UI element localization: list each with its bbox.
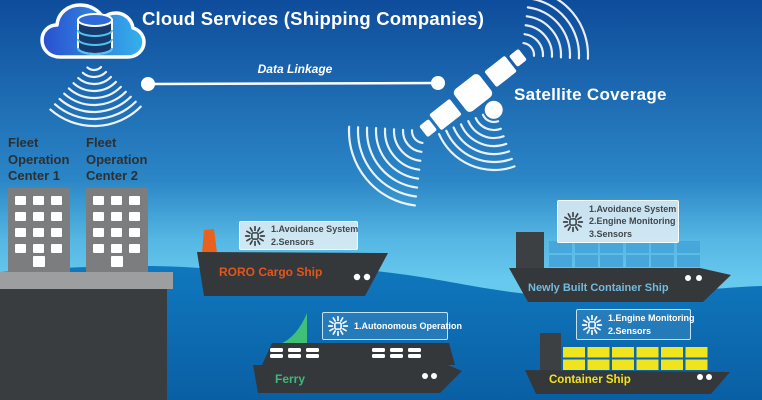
feature-item: 2.Sensors — [608, 325, 652, 336]
feature-box-container-ship: 1.Engine Monitoring 2.Sensors — [576, 309, 695, 340]
feature-item: 1.Autonomous Operation — [354, 320, 462, 331]
deck-windows — [270, 348, 421, 358]
fleet-center-1-label: Fleet Operation Center 1 — [8, 135, 70, 184]
fleet-center-2-label: Fleet Operation Center 2 — [86, 135, 148, 184]
funnel — [202, 229, 217, 253]
feature-box-ferry: 1.Autonomous Operation — [322, 312, 462, 340]
gear-icon — [581, 314, 603, 336]
gear-icon — [244, 225, 266, 247]
building-2 — [86, 188, 148, 274]
container-ship — [525, 333, 730, 394]
hull — [253, 365, 462, 393]
ship-name-container-ship: Container Ship — [549, 374, 631, 386]
ferry-ship — [253, 313, 462, 393]
cloud-icon — [40, 3, 146, 59]
ship-name-ferry: Ferry — [275, 372, 306, 386]
feature-item: 1.Engine Monitoring — [608, 313, 695, 324]
satellite-icon — [419, 49, 527, 137]
superstructure — [516, 232, 544, 269]
roro-cargo-ship — [197, 229, 388, 296]
page-title: Cloud Services (Shipping Companies) — [142, 8, 485, 29]
containers — [563, 347, 708, 370]
gear-icon — [327, 315, 349, 337]
data-linkage-label: Data Linkage — [257, 62, 333, 76]
porthole-dots — [697, 374, 712, 380]
quay — [0, 272, 173, 400]
feature-item: 2.Sensors — [271, 236, 315, 247]
building-1 — [8, 188, 70, 274]
ship-name-roro: RORO Cargo Ship — [219, 265, 323, 279]
feature-item: 3.Sensors — [589, 228, 633, 239]
ship-name-newly-built: Newly Built Container Ship — [528, 282, 669, 294]
feature-item: 2.Engine Monitoring — [589, 216, 676, 227]
gear-icon — [562, 211, 584, 233]
database-icon — [77, 13, 113, 55]
wifi-signal-icon — [26, 0, 162, 128]
feature-box-roro: 1.Avoidance System 2.Sensors — [239, 221, 358, 250]
hull — [197, 252, 388, 296]
feature-box-newly-built: 1.Avoidance System 2.Engine Monitoring 3… — [557, 200, 679, 243]
porthole-dots — [353, 273, 371, 281]
feature-item: 1.Avoidance System — [589, 204, 677, 215]
porthole-dots — [422, 373, 437, 379]
feature-item: 1.Avoidance System — [271, 224, 359, 235]
data-linkage-connector — [141, 76, 445, 91]
hull — [509, 268, 731, 302]
porthole-dots — [685, 275, 702, 281]
satellite-coverage-label: Satellite Coverage — [514, 85, 667, 104]
hull — [525, 370, 730, 394]
superstructure — [540, 333, 561, 372]
containers — [549, 241, 700, 267]
newly-built-container-ship — [509, 232, 731, 302]
fin — [280, 313, 307, 344]
radio-waves-icon — [347, 0, 590, 208]
